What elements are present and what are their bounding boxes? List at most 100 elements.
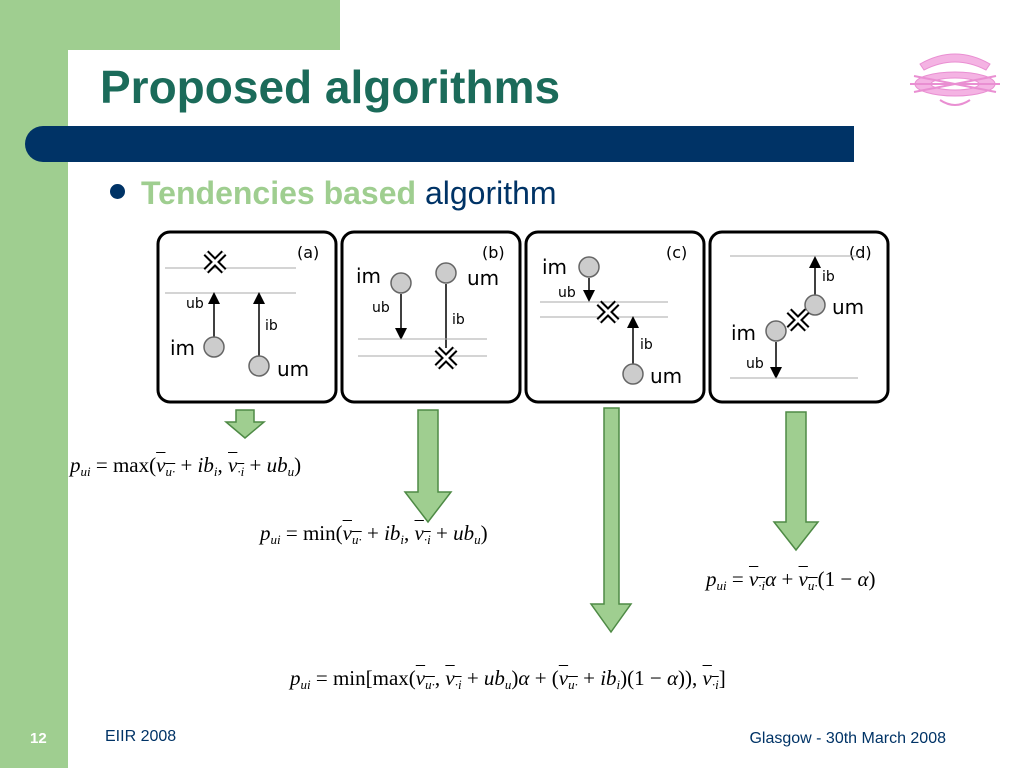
f2-op1: + bbox=[361, 521, 385, 545]
node-um bbox=[248, 355, 270, 377]
f4-ub: ub bbox=[483, 666, 505, 690]
f4-v3-group: vu· bbox=[558, 666, 578, 691]
panel-a: (a) ub ib im um bbox=[156, 230, 338, 404]
f4-mid2: + ( bbox=[529, 666, 559, 690]
f3-tail1: (1 − bbox=[817, 567, 858, 591]
f4-v4-sub: ·i bbox=[711, 677, 719, 692]
panel-b-label-ub: ub bbox=[372, 300, 390, 316]
f4-p: p bbox=[290, 666, 301, 690]
down-arrow-d bbox=[772, 411, 820, 552]
f1-close: ) bbox=[294, 453, 302, 477]
f4-ub-sub: u bbox=[504, 677, 512, 692]
f1-ib: ib bbox=[197, 453, 214, 477]
panel-d: (d) ib um im ub bbox=[708, 230, 890, 404]
panel-c-label-ub: ub bbox=[558, 285, 576, 301]
panel-c-label-im: im bbox=[542, 255, 567, 279]
node-im bbox=[203, 336, 225, 358]
f2-ib-sub: i bbox=[400, 532, 405, 547]
formula-min: pui = min(vu· + ibi, v·i + ubu) bbox=[260, 520, 488, 546]
f1-sep: , bbox=[217, 453, 229, 477]
bullet-dot bbox=[110, 184, 125, 199]
f3-alpha1: α bbox=[765, 567, 777, 591]
f1-ib-sub: i bbox=[213, 464, 218, 479]
node-im bbox=[578, 256, 600, 278]
panel-a-tag: (a) bbox=[297, 243, 319, 262]
f4-v2-sub: ·i bbox=[454, 677, 462, 692]
node-im bbox=[390, 272, 412, 294]
f3-eq: = bbox=[726, 567, 749, 591]
panel-a-label-um: um bbox=[277, 357, 309, 381]
f3-v2-sub: u· bbox=[807, 578, 818, 593]
panel-b-label-im: im bbox=[356, 264, 381, 288]
panel-c-label-ib: ib bbox=[640, 337, 653, 353]
f1-op1: + bbox=[175, 453, 198, 477]
f1-p: p bbox=[70, 453, 81, 477]
f1-v2-sub: ·i bbox=[237, 464, 245, 479]
f2-ub-sub: u bbox=[474, 532, 481, 547]
f1-v2: v bbox=[228, 453, 238, 477]
panel-c-label-um: um bbox=[650, 364, 682, 388]
panel-d-label-ib: ib bbox=[822, 269, 835, 285]
cross-icon bbox=[596, 300, 620, 324]
f4-sep1: , bbox=[434, 666, 446, 690]
f2-v2-sub: ·i bbox=[423, 532, 431, 547]
f2-v1-sub: u· bbox=[351, 532, 362, 547]
f4-alpha1: α bbox=[518, 666, 530, 690]
f4-eq: = min[max( bbox=[310, 666, 416, 690]
f3-op: + bbox=[776, 567, 799, 591]
cross-icon bbox=[786, 308, 810, 332]
panel-d-label-ub: ub bbox=[746, 356, 764, 372]
formula-max: pui = max(vu· + ibi, v·i + ubu) bbox=[70, 452, 301, 478]
f2-eq: = min( bbox=[280, 521, 343, 545]
f3-p-sub: ui bbox=[716, 578, 727, 593]
f4-op2: + bbox=[577, 666, 601, 690]
panel-a-frame bbox=[156, 230, 338, 404]
f4-ib-sub: i bbox=[616, 677, 621, 692]
f2-v2: v bbox=[414, 521, 424, 545]
panel-b-tag: (b) bbox=[482, 243, 505, 262]
cross-icon bbox=[203, 250, 227, 274]
f4-v2: v bbox=[445, 666, 455, 690]
f4-v1: v bbox=[415, 666, 426, 690]
f4-v4: v bbox=[702, 666, 712, 690]
f4-ib: ib bbox=[600, 666, 617, 690]
f2-ub: ub bbox=[453, 521, 475, 545]
f2-v1: v bbox=[342, 521, 352, 545]
f3-tail2: ) bbox=[868, 567, 876, 591]
panel-a-label-im: im bbox=[170, 336, 195, 360]
node-um bbox=[435, 262, 457, 284]
f4-v3: v bbox=[558, 666, 569, 690]
f4-close: ] bbox=[718, 666, 726, 690]
f2-p-sub: ui bbox=[270, 532, 281, 547]
f1-v1-group: vu· bbox=[156, 453, 175, 478]
f1-p-sub: ui bbox=[80, 464, 91, 479]
f4-p-sub: ui bbox=[300, 677, 311, 692]
f4-alpha2: α bbox=[667, 666, 679, 690]
f3-v2-group: vu· bbox=[799, 567, 818, 593]
f3-p: p bbox=[706, 567, 717, 591]
node-um bbox=[804, 294, 826, 316]
panel-d-label-um: um bbox=[832, 295, 864, 319]
f1-ub: ub bbox=[266, 453, 288, 477]
panel-d-tag: (d) bbox=[849, 243, 872, 262]
f2-op2: + bbox=[430, 521, 454, 545]
bullet-item: Tendencies based algorithm bbox=[110, 172, 557, 214]
formula-linear: pui = v·iα + vu·(1 − α) bbox=[706, 566, 876, 592]
f4-v2-group: v·i bbox=[445, 666, 462, 692]
panel-c-tag: (c) bbox=[666, 243, 687, 262]
panel-d-label-im: im bbox=[731, 321, 756, 345]
f4-mid4: )), bbox=[678, 666, 703, 690]
f2-sep: , bbox=[404, 521, 415, 545]
f2-v2-group: v·i bbox=[414, 521, 431, 547]
panel-c: (c) im ub ib um bbox=[524, 230, 706, 404]
university-crest-icon bbox=[910, 53, 1000, 106]
node-um bbox=[622, 363, 644, 385]
panel-b-frame bbox=[340, 230, 522, 404]
slide-title: Proposed algorithms bbox=[100, 61, 561, 113]
down-arrow-c bbox=[589, 407, 633, 634]
f4-op1: + bbox=[461, 666, 484, 690]
f4-v1-group: vu· bbox=[415, 666, 435, 691]
top-green-band bbox=[0, 0, 340, 50]
f1-ub-sub: u bbox=[287, 464, 295, 479]
